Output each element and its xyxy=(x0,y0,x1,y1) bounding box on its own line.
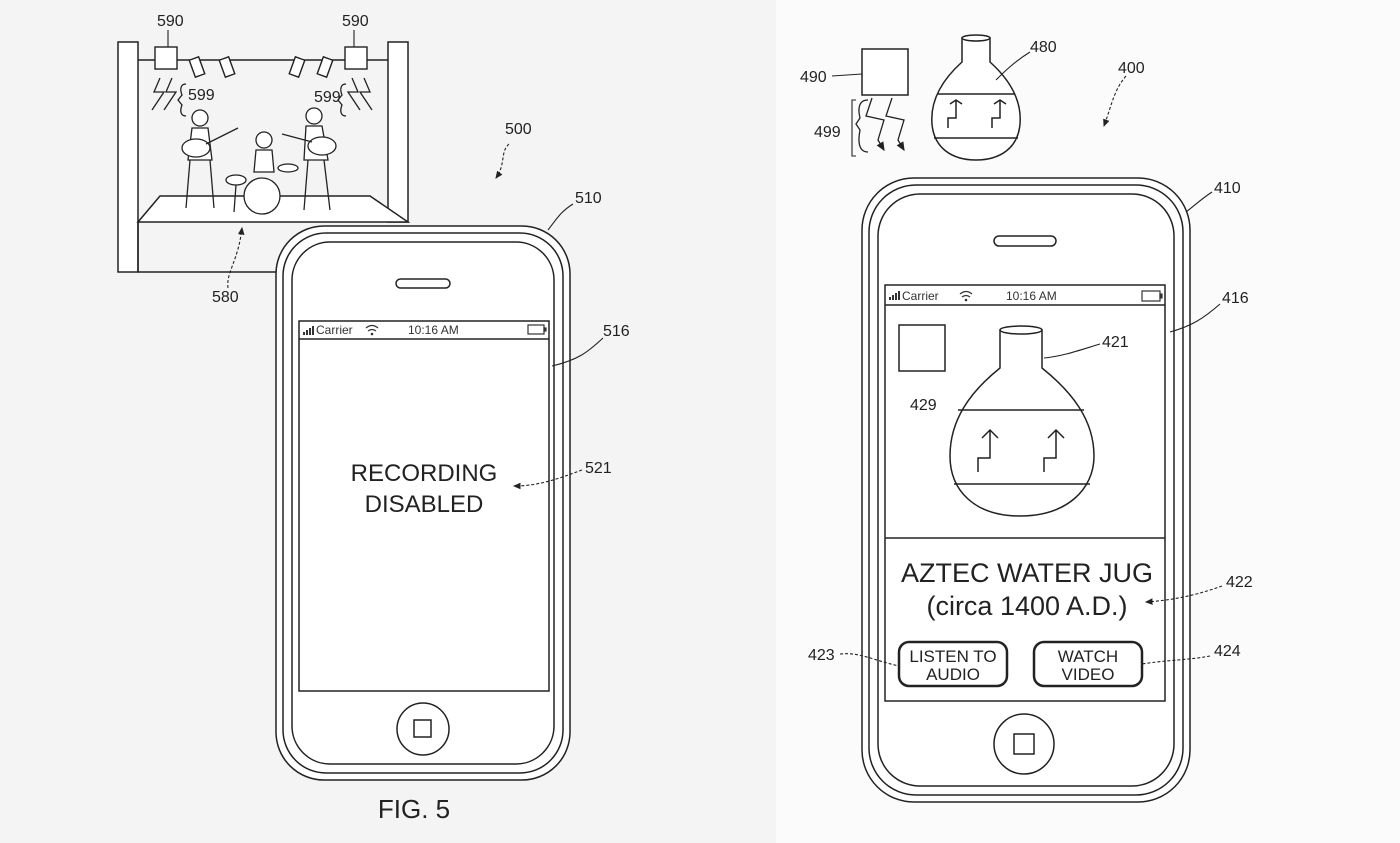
speaker-slot-icon xyxy=(993,235,1057,247)
musician-right xyxy=(281,107,337,211)
fig4-leaders xyxy=(831,51,1223,667)
wifi-icon xyxy=(365,324,379,332)
musician-left xyxy=(181,109,239,209)
signal-emission-490 xyxy=(855,97,905,153)
listen-to-audio-button[interactable]: LISTEN TO AUDIO xyxy=(897,640,1009,688)
marker-box-429 xyxy=(898,324,946,372)
recording-disabled-line1: RECORDING xyxy=(351,460,498,487)
recording-disabled-line2: DISABLED xyxy=(365,491,484,518)
battery-icon xyxy=(1141,290,1163,302)
ref-590-right: 590 xyxy=(342,13,369,30)
musician-drummer xyxy=(225,131,299,215)
stage-lights xyxy=(154,46,368,79)
ref-500: 500 xyxy=(505,121,532,138)
ref-599-left: 599 xyxy=(188,87,215,104)
signal-emission-right xyxy=(337,77,373,117)
ref-400: 400 xyxy=(1118,60,1145,77)
carrier-label: Carrier xyxy=(902,289,939,303)
emitter-box-right xyxy=(344,46,368,70)
home-button-icon xyxy=(993,713,1055,775)
ref-410: 410 xyxy=(1214,180,1241,197)
ref-416: 416 xyxy=(1222,290,1249,307)
ref-510: 510 xyxy=(575,190,602,207)
ref-521: 521 xyxy=(585,460,612,477)
clock-label: 10:16 AM xyxy=(1006,289,1057,303)
ref-480: 480 xyxy=(1030,39,1057,56)
ref-516: 516 xyxy=(603,323,630,340)
wifi-icon xyxy=(959,290,973,298)
water-jug-480 xyxy=(931,34,1021,161)
artifact-title: AZTEC WATER JUG xyxy=(901,558,1153,588)
ref-499: 499 xyxy=(814,124,841,141)
emitter-box-left xyxy=(154,46,178,70)
phone-510-screen xyxy=(298,320,550,692)
ref-429: 429 xyxy=(910,397,937,414)
emitter-490 xyxy=(861,48,909,96)
figure-caption: FIG. 5 xyxy=(378,794,450,824)
listen-button-line2: AUDIO xyxy=(926,665,980,684)
carrier-label: Carrier xyxy=(316,323,353,337)
ref-590-left: 590 xyxy=(157,13,184,30)
ref-490: 490 xyxy=(800,69,827,86)
fig5-leaders xyxy=(167,30,604,490)
water-jug-image-421 xyxy=(949,325,1095,517)
battery-icon xyxy=(527,324,547,335)
ref-421: 421 xyxy=(1102,334,1129,351)
artifact-subtitle: (circa 1400 A.D.) xyxy=(926,591,1127,621)
listen-button-line1: LISTEN TO xyxy=(909,647,996,666)
watch-video-button[interactable]: WATCH VIDEO xyxy=(1032,640,1144,688)
ref-599-right: 599 xyxy=(314,89,341,106)
ref-424: 424 xyxy=(1214,643,1241,660)
status-bar-right: Carrier 10:16 AM xyxy=(889,289,1163,303)
clock-label: 10:16 AM xyxy=(408,323,459,337)
watch-button-line2: VIDEO xyxy=(1062,665,1115,684)
home-button-icon xyxy=(396,702,450,756)
signal-bars-icon xyxy=(889,291,900,300)
speaker-slot-icon xyxy=(395,278,451,289)
ref-422: 422 xyxy=(1226,574,1253,591)
phone-510 xyxy=(275,225,571,781)
signal-emission-left xyxy=(151,77,187,117)
watch-button-line1: WATCH xyxy=(1058,647,1118,666)
ref-580: 580 xyxy=(212,289,239,306)
ref-423: 423 xyxy=(808,647,835,664)
status-bar-left: Carrier 10:16 AM xyxy=(303,323,547,337)
signal-bars-icon xyxy=(303,326,314,335)
